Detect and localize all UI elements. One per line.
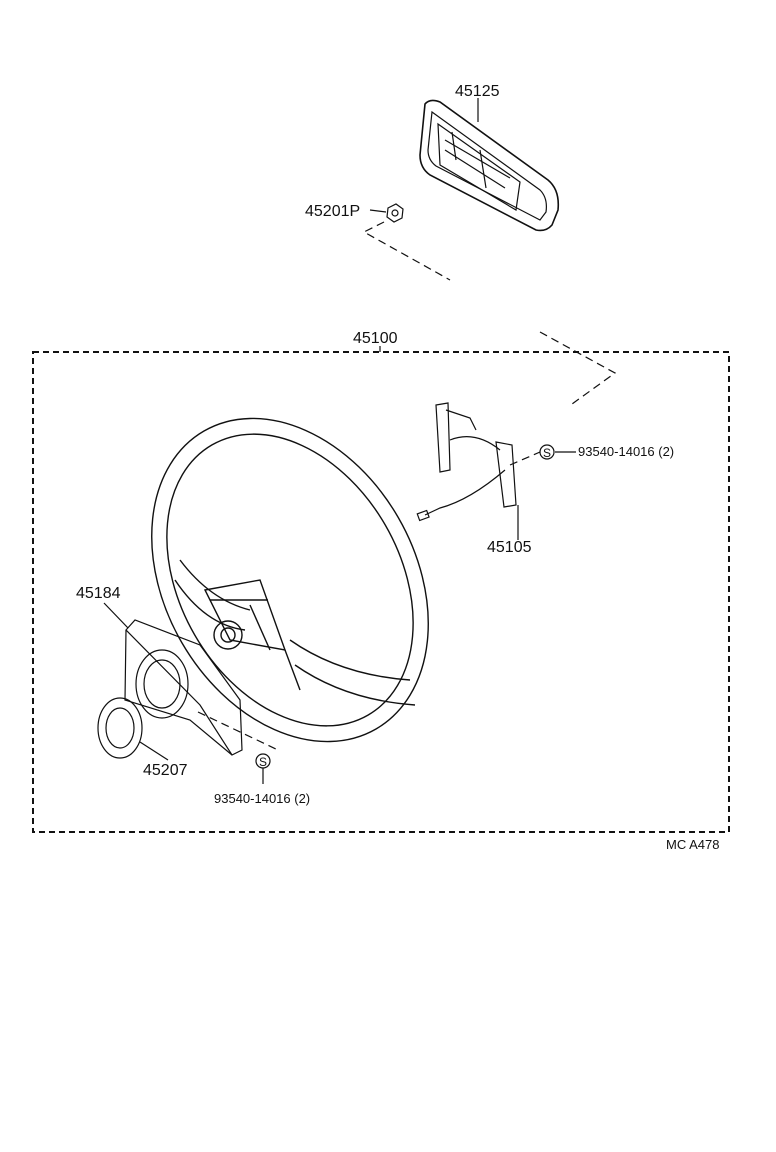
label-horn-contact: 45105: [487, 539, 532, 556]
leader-plate: [139, 741, 169, 761]
label-screw-upper: 93540-14016 (2): [578, 444, 674, 459]
s-mark-upper: [539, 444, 555, 460]
leader-cover: [103, 602, 129, 629]
dashed-guide-nut: [362, 221, 451, 281]
label-plate: 45207: [143, 762, 188, 779]
assembly-frame: [32, 351, 730, 833]
dashed-guide-contact: [539, 331, 617, 405]
plate-drawing: [97, 697, 143, 759]
label-horn-pad: 45125: [455, 83, 500, 100]
figure-code: MC A478: [666, 837, 719, 852]
steering-wheel-drawing: [151, 417, 429, 743]
label-cover: 45184: [76, 585, 121, 602]
label-screw-lower: 93540-14016 (2): [214, 791, 310, 806]
dashed-guide-screw-lower: [197, 711, 279, 751]
label-nut: 45201P: [305, 203, 360, 220]
leader-nut: [369, 209, 387, 213]
cover-drawing: [124, 619, 243, 756]
dashed-guide-screw-upper: [509, 451, 541, 466]
nut-drawing: [386, 203, 404, 223]
horn-pad-drawing: [419, 99, 560, 232]
label-wheel-assy: 45100: [353, 330, 398, 347]
horn-contact-drawing: [416, 402, 517, 522]
s-mark-lower-text: S: [259, 755, 267, 769]
s-mark-upper-text: S: [543, 446, 551, 460]
